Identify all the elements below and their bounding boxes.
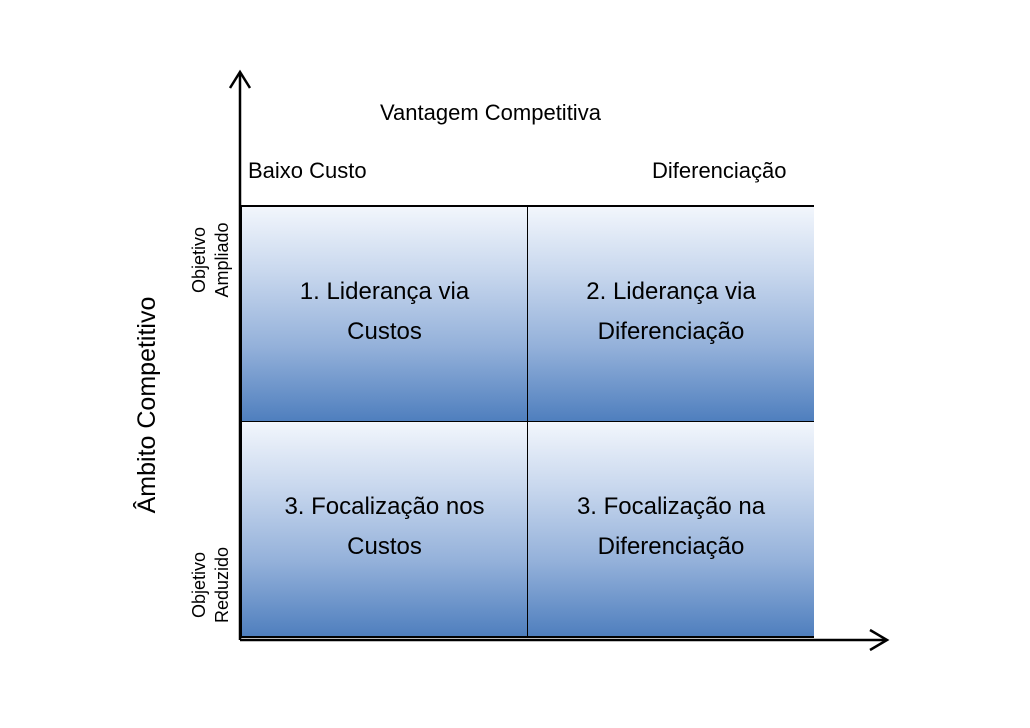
- broad-scope-label-line1: Objetivo: [189, 226, 209, 294]
- broad-scope-label-line2: Ampliado: [211, 222, 232, 298]
- narrow-scope-label-line2: Reduzido: [211, 546, 232, 624]
- broad-scope-label: Objetivo Ampliado: [188, 190, 234, 330]
- cell-text-line2: Custos: [347, 533, 422, 560]
- cell-text-line1: 3. Focalização nos: [284, 493, 485, 520]
- cell-text-line1: 1. Liderança via: [299, 278, 470, 305]
- cell-text-line1: 2. Liderança via: [586, 278, 756, 305]
- cell-text-line2: Diferenciação: [597, 318, 745, 345]
- strategy-matrix: 1. Liderança via Custos 2. Liderança via…: [240, 205, 814, 638]
- cell-cost-focus: 3. Focalização nos Custos: [242, 422, 528, 636]
- differentiation-label: Diferenciação: [652, 158, 787, 183]
- cell-differentiation-focus: 3. Focalização na Diferenciação: [528, 422, 814, 636]
- narrow-scope-label-line1: Objetivo: [189, 551, 209, 619]
- cell-text-line1: 3. Focalização na: [576, 493, 766, 520]
- y-axis-arrowhead: [228, 69, 252, 89]
- cell-text-line2: Custos: [347, 318, 422, 345]
- x-axis-arrowhead: [869, 628, 890, 652]
- narrow-scope-label: Objetivo Reduzido: [188, 515, 234, 655]
- low-cost-label: Baixo Custo: [248, 158, 367, 183]
- x-axis-title: Vantagem Competitiva: [380, 100, 601, 125]
- cell-text-line2: Diferenciação: [597, 533, 745, 560]
- cell-differentiation-leadership: 2. Liderança via Diferenciação: [528, 207, 814, 422]
- y-axis-title: Âmbito Competitivo: [133, 296, 161, 514]
- cell-cost-leadership: 1. Liderança via Custos: [242, 207, 528, 422]
